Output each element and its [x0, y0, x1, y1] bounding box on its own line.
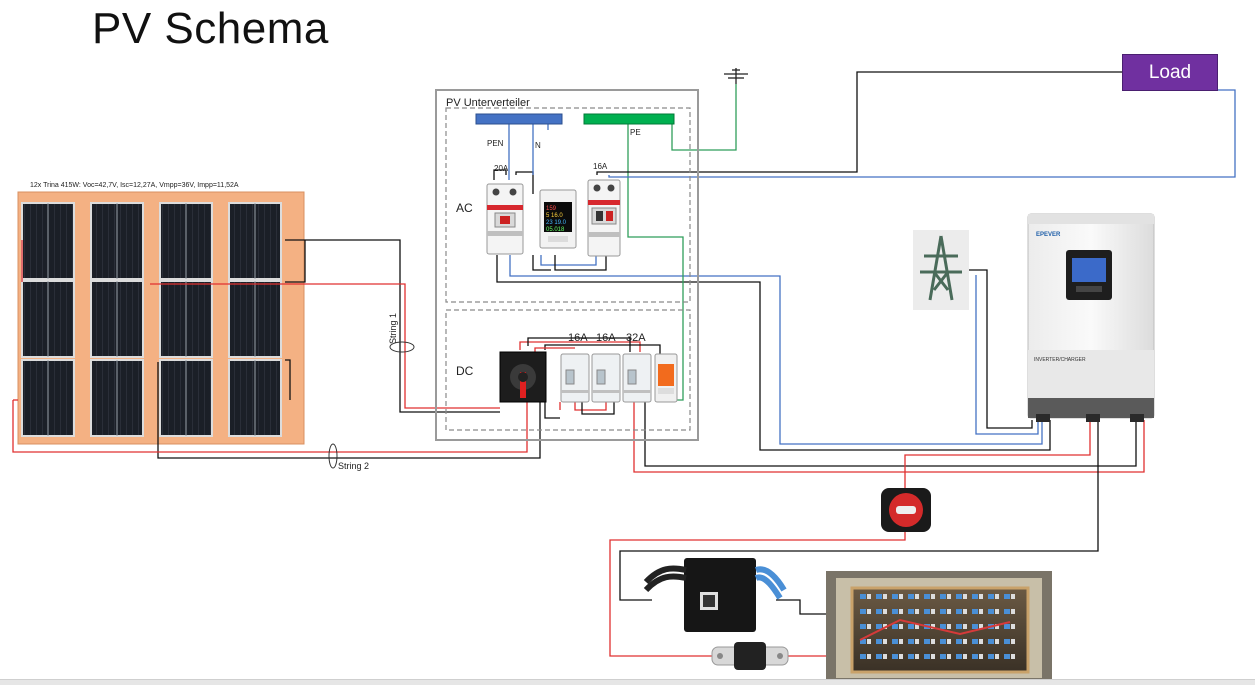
load-black-wire	[596, 71, 1122, 175]
page-title: PV Schema	[92, 4, 329, 53]
string2-red-wire	[12, 400, 528, 453]
ac-blue-wire	[509, 255, 1043, 445]
ac-breaker-16a[interactable]	[587, 179, 621, 257]
pe-green-wire	[627, 123, 684, 401]
dc-breaker-1[interactable]	[560, 353, 590, 403]
status-strip	[0, 679, 1255, 685]
solar-modules	[21, 202, 282, 437]
distribution-title: PV Unterverteiler	[446, 97, 530, 109]
bms-icon	[643, 558, 787, 632]
inverter-label: INVERTER/CHARGER	[1034, 357, 1086, 363]
string1-black-wire	[285, 239, 500, 413]
power-tower-icon	[913, 230, 969, 310]
pen-bus	[475, 113, 563, 125]
distribution-box: PV Unterverteiler AC DC PEN N PE 20A 16A…	[435, 89, 699, 441]
ac-black-wire	[496, 255, 1051, 451]
ac-label: AC	[456, 201, 473, 215]
load-box[interactable]: Load	[1122, 54, 1218, 91]
earth-green-wire	[671, 84, 737, 151]
pen-label: PEN	[487, 139, 504, 148]
panel-spec: 12x Trina 415W: Voc=42,7V, Isc=12,27A, V…	[30, 182, 239, 189]
pe-bus	[583, 113, 675, 125]
dc-breaker-1-label: 16A	[568, 332, 588, 344]
ac-breaker-20a[interactable]	[486, 183, 524, 255]
dc-isolator-switch[interactable]	[499, 351, 547, 403]
dc-red-out	[633, 402, 1145, 473]
fuse-icon	[711, 642, 789, 670]
meter-line4: 05.018	[546, 227, 565, 233]
load-blue-wire	[608, 89, 1236, 178]
meter-line1: 159	[546, 206, 557, 212]
dc-breaker-2-label: 16A	[596, 332, 616, 344]
energy-meter: 159 5 16.0 23 19.0 05.018	[539, 189, 577, 249]
dc-breaker-3-label: 32A	[626, 332, 646, 344]
inverter-brand: EPEVER	[1036, 232, 1061, 238]
battery-switch-icon[interactable]	[881, 488, 931, 532]
solar-array: 12x Trina 415W: Voc=42,7V, Isc=12,27A, V…	[17, 182, 305, 445]
surge-protector	[654, 353, 678, 403]
string1-label: String 1	[388, 313, 398, 344]
ac-breaker-20a-label: 20A	[494, 164, 509, 173]
string-markers: String 1 String 2	[328, 313, 415, 471]
dc-breaker-2[interactable]	[591, 353, 621, 403]
n-label: N	[535, 141, 541, 150]
meter-line3: 23 19.0	[546, 220, 567, 226]
battery-pack-icon	[826, 571, 1052, 680]
grid-black-wire	[960, 269, 1033, 429]
dc-breaker-3[interactable]	[622, 353, 652, 403]
inverter-charger: EPEVER INVERTER/CHARGER	[1027, 213, 1155, 422]
meter-line2: 5 16.0	[546, 213, 563, 219]
dc-label: DC	[456, 364, 474, 378]
string1-red-wire	[150, 283, 500, 409]
pe-label: PE	[630, 128, 641, 137]
ac-breaker-16a-label: 16A	[593, 162, 608, 171]
ground-icon	[724, 68, 748, 84]
string2-label: String 2	[338, 461, 369, 471]
grid-blue-wire	[975, 275, 1039, 435]
